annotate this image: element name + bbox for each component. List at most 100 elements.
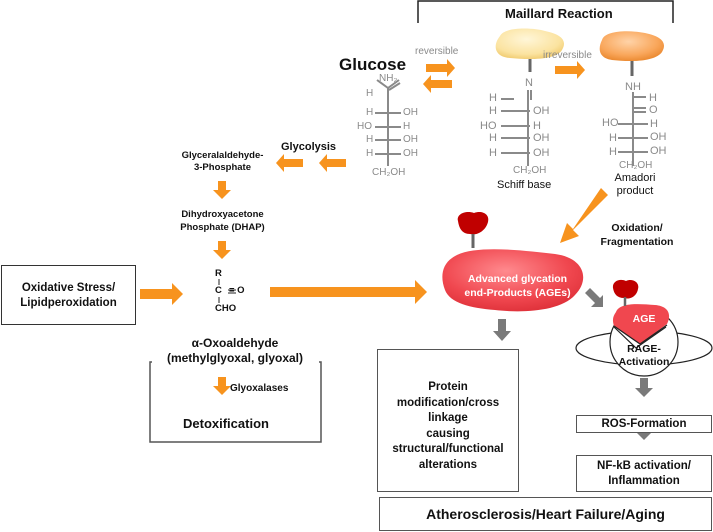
glucose-row1-right: OH: [403, 107, 418, 118]
oxoaldehyde-title-line1: α-Oxoaldehyde: [191, 336, 279, 350]
amadori-product-label: Amadori product: [605, 172, 665, 198]
glycolysis-label: Glycolysis: [281, 141, 337, 153]
amadori-nh: NH: [625, 81, 641, 93]
amadori-structure-bonds: [618, 92, 648, 166]
oxidative-stress-arrow: [140, 283, 183, 305]
oxoaldehyde-c: C: [215, 285, 222, 296]
protein-modification-box: Protein modification/cross linkage causi…: [377, 349, 519, 492]
g3p-line1: Glyceralaldehyde-: [181, 150, 264, 161]
amadori-product-protein-blob: [599, 31, 665, 62]
ages-to-rage-arrow: [585, 288, 603, 307]
oxoaldehyde-title: α-Oxoaldehyde (methylglyoxal, glyoxal): [140, 336, 330, 366]
glucose-structure-bonds: [375, 79, 401, 166]
glyoxalases-label: Glyoxalases: [230, 383, 289, 394]
schiff-row1-right: OH: [533, 105, 550, 117]
amadori-row1-right: H: [650, 118, 658, 130]
oxoaldehyde-bonds: [218, 279, 236, 303]
oxoaldehyde-to-ages-arrow: [270, 280, 427, 304]
rage-line1: RAGE-: [627, 343, 661, 355]
glucose-row2-right: H: [403, 121, 411, 132]
rage-dark-red-blob: [612, 279, 639, 299]
oxidation-fragmentation-line1: Oxidation/: [611, 222, 663, 234]
glucose-row1-left: H: [366, 107, 374, 118]
dhap-line2: Phosphate (DHAP): [180, 222, 265, 233]
schiff-base-structure-bonds: [501, 90, 532, 166]
ros-formation-box: ROS-Formation: [576, 415, 712, 433]
rage-line2: Activation: [618, 356, 670, 368]
ros-formation-label: ROS-Formation: [601, 418, 687, 430]
glucose-title: Glucose: [339, 55, 407, 74]
glucose-bottom: CH₂OH: [372, 167, 406, 178]
amadori-row2-left: H: [609, 132, 617, 144]
glycolysis-arrows: [276, 154, 346, 172]
rage-to-ros-arrow: [635, 378, 653, 397]
amadori-o: O: [649, 104, 658, 116]
schiff-row3-left: H: [489, 132, 497, 144]
oxoaldehyde-r: R: [215, 268, 222, 279]
schiff-n: N: [525, 77, 533, 89]
glycolysis-down-arrows: [213, 181, 231, 395]
irreversible-arrow: [555, 61, 585, 79]
oxidative-stress-text: Oxidative Stress/ Lipidperoxidation: [2, 281, 135, 311]
amadori-h: H: [649, 92, 657, 104]
schiff-row4-left: H: [489, 147, 497, 159]
g3p-line2: 3-Phosphate: [193, 162, 251, 173]
schiff-bottom: CH₂OH: [513, 165, 547, 176]
oxidative-stress-line2: Lipidperoxidation: [20, 297, 117, 309]
nfkb-activation-box: NF-kB activation/ Inflammation: [576, 455, 712, 492]
rage-age-label: AGE: [632, 313, 656, 325]
ages-line1: Advanced glycation: [467, 273, 568, 285]
ages-label: Advanced glycation end-Products (AGEs): [445, 272, 590, 300]
ages-down-arrow: [493, 319, 511, 341]
oxidation-fragmentation-line2: Fragmentation: [600, 236, 674, 248]
detoxification-bracket: [149, 361, 322, 443]
maillard-reaction-title: Maillard Reaction: [505, 6, 613, 21]
oxidative-stress-box: Oxidative Stress/ Lipidperoxidation: [1, 265, 136, 325]
amadori-row2-right: OH: [650, 131, 667, 143]
glucose-top-h: H: [366, 88, 374, 99]
oxidation-fragmentation-label: Oxidation/ Fragmentation: [592, 221, 682, 249]
amadori-bottom: CH₂OH: [619, 160, 653, 171]
schiff-base-protein-blob: [495, 28, 565, 60]
rage-age-blob: [612, 304, 670, 344]
outcome-label: Atherosclerosis/Heart Failure/Aging: [426, 506, 665, 522]
oxoaldehyde-title-line2: (methylglyoxal, glyoxal): [166, 351, 304, 365]
outcome-box: Atherosclerosis/Heart Failure/Aging: [379, 497, 712, 531]
schiff-row2-right: H: [533, 120, 541, 132]
schiff-row4-right: OH: [533, 147, 550, 159]
g3p-label: Glyceralaldehyde- 3-Phosphate: [155, 150, 290, 174]
ages-dark-red-blob: [457, 211, 489, 235]
ages-line2: end-Products (AGEs): [464, 287, 571, 299]
schiff-row1-left: H: [489, 105, 497, 117]
glucose-row3-left: H: [366, 134, 374, 145]
amadori-label-line1: Amadori: [614, 172, 656, 184]
protein-line: alterations: [418, 458, 478, 471]
glucose-row3-right: OH: [403, 134, 418, 145]
glucose-row4-right: OH: [403, 148, 418, 159]
glucose-row4-left: H: [366, 148, 374, 159]
glucose-nh2: NH₂: [379, 73, 398, 84]
nfkb-line2: Inflammation: [608, 475, 680, 487]
protein-line: modification/cross: [396, 396, 500, 409]
ages-red-blob: [442, 249, 584, 312]
amadori-label-line2: product: [616, 185, 654, 197]
amadori-row3-right: OH: [650, 145, 667, 157]
irreversible-label: irreversible: [543, 50, 592, 61]
schiff-base-label: Schiff base: [497, 179, 552, 191]
glucose-row2-left: HO: [357, 121, 372, 132]
protein-modification-text: Protein modification/cross linkage causi…: [378, 380, 518, 473]
schiff-top-h: H: [489, 92, 497, 104]
protein-line: linkage: [428, 412, 468, 424]
nfkb-activation-text: NF-kB activation/ Inflammation: [577, 459, 711, 489]
protein-line: causing: [426, 427, 470, 440]
amadori-row1-left: HO: [602, 117, 619, 129]
oxidation-fragmentation-arrow: [560, 188, 608, 243]
dhap-line1: Dihydroxyacetone: [181, 209, 264, 220]
maillard-bracket: [417, 0, 674, 23]
amadori-row3-left: H: [609, 146, 617, 158]
nfkb-line1: NF-kB activation/: [597, 460, 691, 472]
rage-activation-label: RAGE- Activation: [610, 343, 678, 369]
oxidative-stress-line1: Oxidative Stress/: [21, 282, 116, 294]
oxoaldehyde-cho: CHO: [215, 303, 237, 314]
